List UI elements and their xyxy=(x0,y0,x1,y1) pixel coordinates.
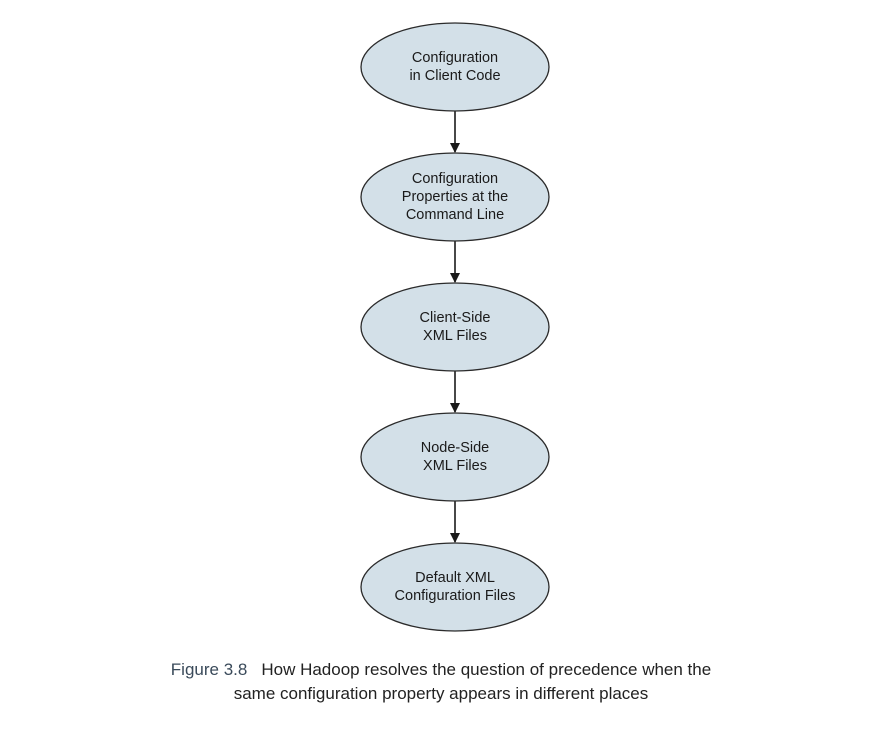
node-label-client-xml: Client-Side XML Files xyxy=(419,310,491,344)
node-default-xml xyxy=(360,542,550,632)
node-label-command-line: Configuration Properties at the Command … xyxy=(401,171,509,223)
caption-line-2: same configuration property appears in d… xyxy=(233,684,649,703)
node-label-default-xml: Default XML Configuration Files xyxy=(394,570,516,604)
figure-caption: Figure 3.8 How Hadoop resolves the questi… xyxy=(0,658,882,706)
node-label-client-code: Configuration in Client Code xyxy=(409,50,501,84)
caption-line-1: How Hadoop resolves the question of prec… xyxy=(261,660,712,679)
node-command-line xyxy=(360,152,550,242)
node-node-xml xyxy=(360,412,550,502)
node-client-xml xyxy=(360,282,550,372)
precedence-diagram xyxy=(360,22,550,632)
figure-number: Figure 3.8 xyxy=(170,660,248,679)
node-client-code xyxy=(360,22,550,112)
node-label-node-xml: Node-Side XML Files xyxy=(420,440,490,474)
